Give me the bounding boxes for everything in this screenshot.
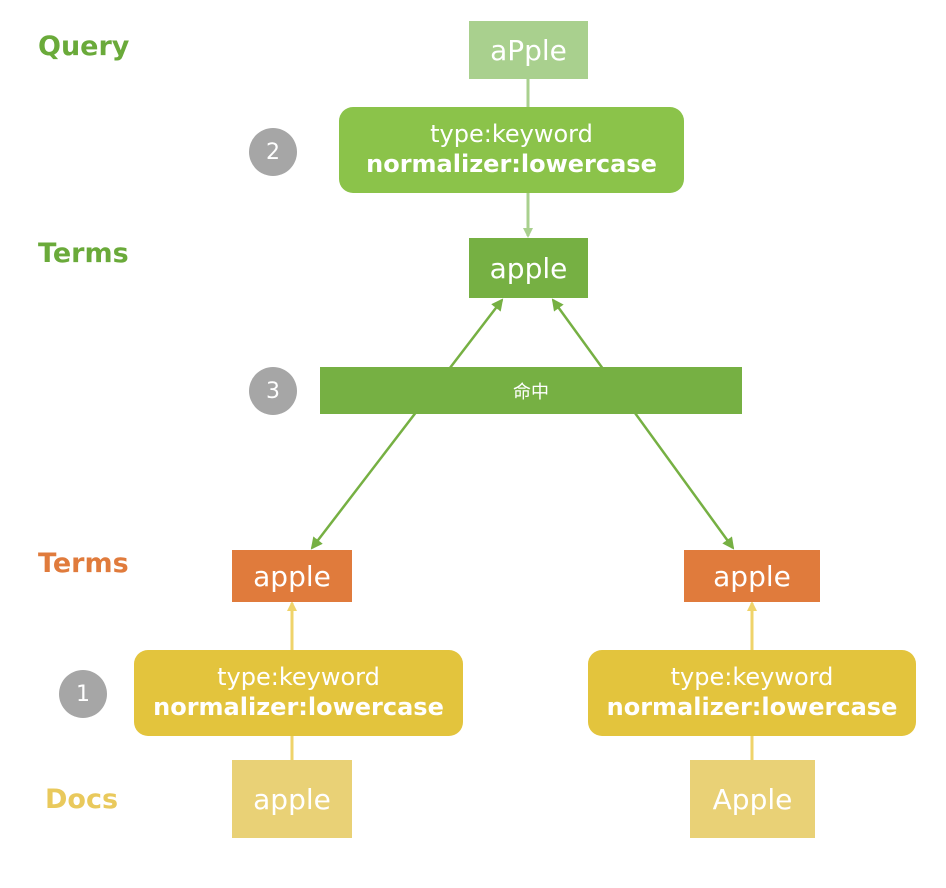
doc1-analyzer-box: type:keyword normalizer:lowercase <box>134 650 463 736</box>
step-1-badge: 1 <box>59 670 107 718</box>
query-analyzer-type: type:keyword <box>430 120 593 149</box>
match-arrow-left <box>310 298 504 550</box>
doc1-term-box: apple <box>232 550 352 602</box>
doc2-term-box: apple <box>684 550 820 602</box>
query-text-box: aPple <box>469 21 588 79</box>
doc2-analyzer-box: type:keyword normalizer:lowercase <box>588 650 916 736</box>
docs-row-label: Docs <box>45 784 119 815</box>
query-row-label: Query <box>38 31 130 62</box>
match-arrow-right <box>551 298 735 550</box>
doc1-analyzer-type: type:keyword <box>217 663 380 692</box>
doc2-analyzer-normalizer: normalizer:lowercase <box>606 693 898 722</box>
step-2-badge: 2 <box>249 128 297 176</box>
match-bar: 命中 <box>320 367 742 414</box>
doc1-analyzer-normalizer: normalizer:lowercase <box>153 693 444 722</box>
step-3-badge: 3 <box>249 367 297 415</box>
query-analyzer-box: type:keyword normalizer:lowercase <box>339 107 684 193</box>
query-term-box: apple <box>469 238 588 298</box>
doc1-text-box: apple <box>232 760 352 838</box>
doc2-analyzer-type: type:keyword <box>670 663 834 692</box>
doc2-text-box: Apple <box>690 760 815 838</box>
query-terms-row-label: Terms <box>38 238 129 269</box>
query-analyzer-normalizer: normalizer:lowercase <box>366 150 657 179</box>
doc-terms-row-label: Terms <box>38 548 129 579</box>
